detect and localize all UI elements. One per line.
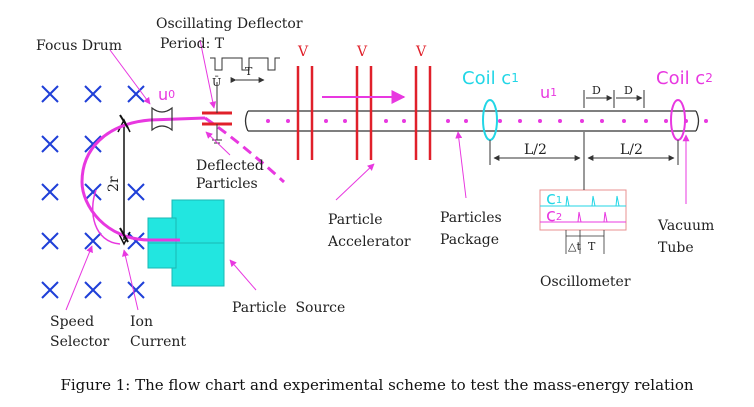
cross-mark	[84, 281, 102, 299]
diagram-canvas: Focus Drum Oscillating Deflector Period:…	[36, 16, 715, 350]
osc-t-label: T	[588, 240, 596, 253]
experiment-diagram: Focus Drum Oscillating Deflector Period:…	[36, 16, 714, 350]
cross-mark	[41, 183, 59, 201]
magnetic-field-crosses	[41, 85, 145, 299]
ion-current-label-1: Ion	[130, 314, 153, 330]
coil-c1	[482, 99, 498, 141]
t-small-label: T	[245, 65, 253, 78]
particle-accelerator	[296, 66, 432, 160]
l-spacing-marker	[489, 132, 679, 165]
package-label-2: Package	[440, 232, 499, 248]
cross-mark	[84, 183, 102, 201]
oscillometer-box	[539, 189, 627, 254]
deflector-label: Oscillating Deflector	[156, 16, 303, 32]
deflected-particles-label: Particles	[196, 176, 258, 192]
cross-mark	[127, 281, 145, 299]
osc-c1-label: c1	[546, 188, 562, 209]
figure-caption: Figure 1: The flow chart and experimenta…	[60, 376, 694, 394]
cross-mark	[84, 85, 102, 103]
cross-mark	[41, 281, 59, 299]
cross-mark	[84, 135, 102, 153]
cross-mark	[84, 232, 102, 250]
cross-mark	[127, 183, 145, 201]
deflected-label: Deflected	[196, 158, 264, 174]
speed-selector-label-1: Speed	[50, 314, 94, 330]
period-label: Period: T	[160, 36, 225, 52]
l-half-label-2: L/2	[620, 142, 643, 158]
u1-label: u1	[540, 83, 557, 102]
particle-source	[147, 199, 225, 287]
speed-selector-label-2: Selector	[50, 334, 110, 350]
u0-label: u0	[158, 85, 175, 104]
cross-mark	[127, 85, 145, 103]
oscillating-deflector	[202, 57, 280, 144]
focus-drum	[151, 106, 173, 132]
v-label-1: V	[297, 44, 309, 60]
particle-source-label: Particle Source	[232, 300, 345, 316]
focus-drum-label: Focus Drum	[36, 38, 122, 54]
d-spacing-marker	[583, 90, 645, 108]
accelerator-label-1: Particle	[328, 212, 383, 228]
cross-mark	[127, 232, 145, 250]
l-half-label-1: L/2	[524, 142, 547, 158]
ion-current-label-2: Current	[130, 334, 186, 350]
particle-trajectory	[80, 116, 286, 245]
cross-mark	[41, 135, 59, 153]
d-label-2: D	[624, 84, 633, 97]
osc-c2-label: c2	[546, 205, 562, 226]
vacuum-tube	[244, 110, 700, 132]
v-label-3: V	[415, 44, 427, 60]
u-bar-label: Ū	[212, 76, 221, 89]
coil-c2-label: Coil c2	[656, 68, 713, 89]
accelerator-label-2: Accelerator	[327, 234, 411, 250]
two-r-label: 2r	[106, 176, 122, 192]
package-label-1: Particles	[440, 210, 502, 226]
coil-c2	[670, 99, 686, 141]
particles-row	[266, 119, 708, 123]
ion-current-marker	[119, 114, 129, 243]
pointer-lines	[65, 39, 690, 311]
coil-c1-label: Coil c1	[462, 68, 519, 89]
v-label-2: V	[356, 44, 368, 60]
vacuum-label-2: Tube	[658, 240, 694, 256]
cross-mark	[41, 232, 59, 250]
d-label-1: D	[592, 84, 601, 97]
oscillometer-label: Oscillometer	[540, 274, 631, 290]
delta-t-label: △t	[568, 240, 581, 253]
caption-band	[0, 360, 754, 407]
cross-mark	[41, 85, 59, 103]
vacuum-label-1: Vacuum	[657, 218, 714, 234]
